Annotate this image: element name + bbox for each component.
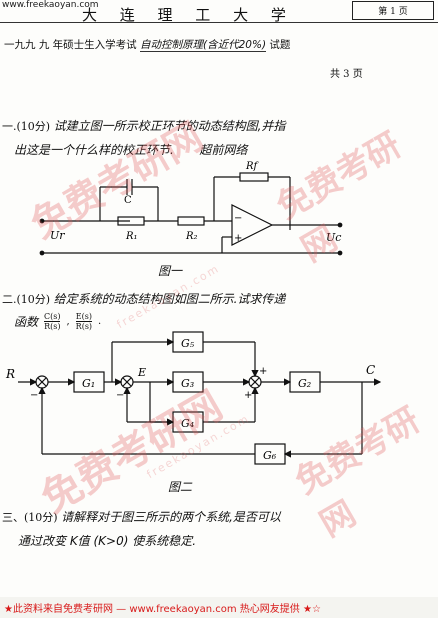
question-2-text-2: 函数: [14, 315, 39, 329]
question-3-text-1: 请解释对于图三所示的两个系统,是否可以: [61, 510, 281, 524]
sign-minus-2: −: [116, 390, 124, 401]
sign-plus-3: +: [259, 366, 267, 377]
tf2-denominator: R(s): [75, 322, 93, 331]
fraction-c-over-r: C(s) R(s): [44, 312, 61, 331]
label-rf: Rf: [245, 161, 260, 172]
label-g1: G₁: [82, 377, 95, 390]
question-3-text-2: 通过改变 K值 (K>0) 使系统稳定.: [18, 534, 197, 548]
tf1-denominator: R(s): [44, 322, 61, 331]
question-2-number: 二.: [2, 293, 17, 306]
tf2-numerator: E(s): [75, 312, 92, 322]
figure-1-caption: 图一: [158, 264, 183, 278]
figure-2-block-diagram: R C E G₁ G₂ G₃ G₄ G₅ G₆ − − + +: [5, 331, 382, 465]
question-2-line1: 二.(10分) 给定系统的动态结构图如图二所示.试求传递: [2, 290, 285, 307]
resistor-rf: [239, 172, 269, 182]
label-r: R: [5, 367, 15, 381]
question-1-text-2: 出这是一个什么样的校正环节.: [14, 143, 174, 157]
university-name: 大 连 理 工 大 学: [82, 6, 295, 24]
question-2-text-1: 给定系统的动态结构图如图二所示.试求传递: [53, 292, 286, 306]
label-c: C: [124, 195, 132, 206]
exam-title: 一九九 九 年硕士生入学考试: [4, 39, 137, 51]
question-1-line1: 一.(10分) 试建立图一所示校正环节的动态结构图,并指: [2, 117, 285, 134]
sign-minus-1: −: [30, 390, 38, 401]
label-c-output: C: [366, 363, 375, 377]
question-1-points: (10分): [16, 120, 51, 133]
site-url[interactable]: www.freekaoyan.com: [2, 0, 99, 10]
label-g3: G₃: [181, 377, 194, 390]
sign-plus-3b: +: [244, 390, 252, 401]
label-r1: R₁: [125, 231, 138, 242]
question-3-line2: 通过改变 K值 (K>0) 使系统稳定.: [18, 532, 196, 549]
question-2-points: (10分): [16, 293, 51, 306]
fraction-e-over-r: E(s) R(s): [76, 312, 92, 331]
exam-subject: 自动控制原理(含近代20%): [140, 39, 267, 52]
question-3-points: (10分): [24, 511, 58, 524]
question-2-line2: 函数 C(s) R(s) , E(s) R(s) .: [14, 312, 102, 331]
header-rule: [0, 22, 438, 23]
label-minus: −: [234, 213, 242, 224]
figure-1-circuit: C R₁ R₂ Rf − + Ur Uc: [39, 161, 343, 256]
question-1-line2: 出这是一个什么样的校正环节. 超前网络: [14, 141, 247, 158]
op-amp: [231, 204, 274, 246]
label-g6: G₆: [263, 449, 277, 462]
label-uc: Uc: [326, 231, 341, 244]
label-g2: G₂: [298, 377, 311, 390]
figure-2-caption: 图二: [168, 480, 193, 494]
label-r2: R₂: [185, 231, 198, 242]
exam-title-line: 一九九 九 年硕士生入学考试 自动控制原理(含近代20%) 试题: [4, 37, 290, 52]
label-g4: G₄: [181, 417, 194, 430]
exam-suffix: 试题: [269, 39, 291, 51]
total-pages: 共 3 页: [330, 69, 363, 80]
label-plus: +: [234, 233, 242, 244]
question-1-text-1: 试建立图一所示校正环节的动态结构图,并指: [53, 119, 286, 133]
question-1-number: 一.: [2, 120, 17, 133]
label-g5: G₅: [181, 337, 195, 350]
footer-banner[interactable]: ★此资料来自免费考研网 — www.freekaoyan.com 热心网友提供 …: [0, 597, 438, 618]
label-e: E: [137, 366, 146, 379]
tf1-numerator: C(s): [44, 312, 61, 322]
question-3-number: 三、: [2, 511, 24, 524]
question-1-note: 超前网络: [199, 143, 248, 157]
label-ur: Ur: [50, 229, 65, 242]
page-number-box: 第 1 页: [352, 1, 434, 20]
resistor-r2: [177, 216, 205, 226]
question-3-line1: 三、(10分) 请解释对于图三所示的两个系统,是否可以: [2, 508, 281, 525]
